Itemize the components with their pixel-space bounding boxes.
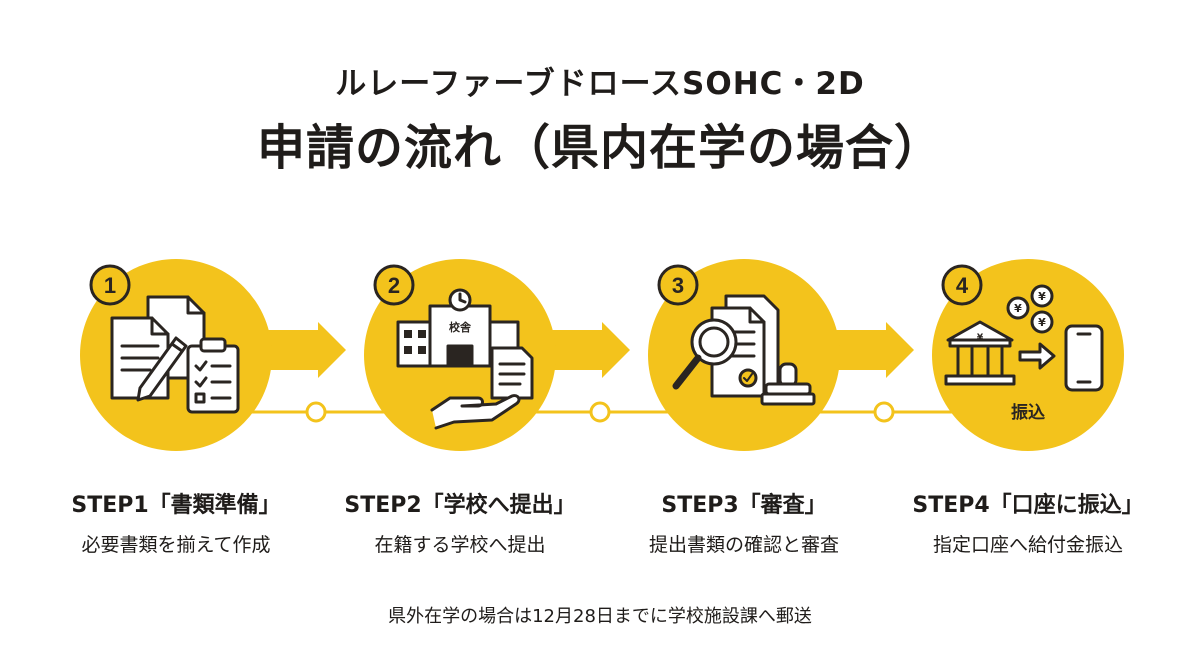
step-3-number: 3	[672, 273, 684, 298]
title-line-1: ルレーファーブドロースSOHC・2D	[335, 66, 865, 102]
step-1-description: 必要書類を揃えて作成	[81, 534, 271, 556]
coin-yen-1: ¥	[1014, 302, 1022, 315]
step-4-number-badge: 4	[941, 264, 983, 306]
bank-transfer-icon	[944, 284, 1104, 392]
step-3-label: STEP3「審査」	[661, 493, 827, 518]
step-3-description: 提出書類の確認と審査	[648, 534, 839, 556]
step-1-number: 1	[104, 273, 116, 298]
flow-arrow-1	[262, 322, 346, 378]
transfer-caption: 振込	[1011, 402, 1045, 423]
connector-dot-3	[873, 401, 895, 423]
coin-yen-3: ¥	[1038, 316, 1046, 329]
school-submission-icon	[396, 288, 534, 430]
footer-note: 県外在学の場合は12月28日までに学校施設課へ郵送	[388, 606, 812, 627]
step-1-label: STEP1「書類準備」	[71, 493, 281, 518]
coin-yen-2: ¥	[1038, 290, 1046, 303]
flow-connectors	[150, 322, 1010, 423]
documents-checklist-icon	[110, 295, 240, 414]
step-2-description: 在籍する学校へ提出	[374, 534, 546, 556]
step-4-label: STEP4「口座に振込」	[912, 493, 1144, 518]
step-1-number-badge: 1	[89, 264, 131, 306]
school-sign-text: 校舎	[449, 320, 472, 334]
step-2-label: STEP2「学校へ提出」	[344, 493, 576, 518]
flow-arrow-3	[830, 322, 914, 378]
step-4-description: 指定口座へ給付金振込	[932, 534, 1123, 556]
bank-yen-sign: ¥	[977, 333, 984, 343]
connector-dot-2	[589, 401, 611, 423]
step-4-number: 4	[956, 273, 969, 298]
magnifier-stamp-icon	[672, 294, 816, 406]
step-2-number-badge: 2	[373, 264, 415, 306]
connector-dot-1	[305, 401, 327, 423]
page-title: 申請の流れ（県内在学の場合）	[256, 120, 943, 176]
flow-arrow-2	[546, 322, 630, 378]
step-3-number-badge: 3	[657, 264, 699, 306]
step-2-number: 2	[388, 273, 400, 298]
